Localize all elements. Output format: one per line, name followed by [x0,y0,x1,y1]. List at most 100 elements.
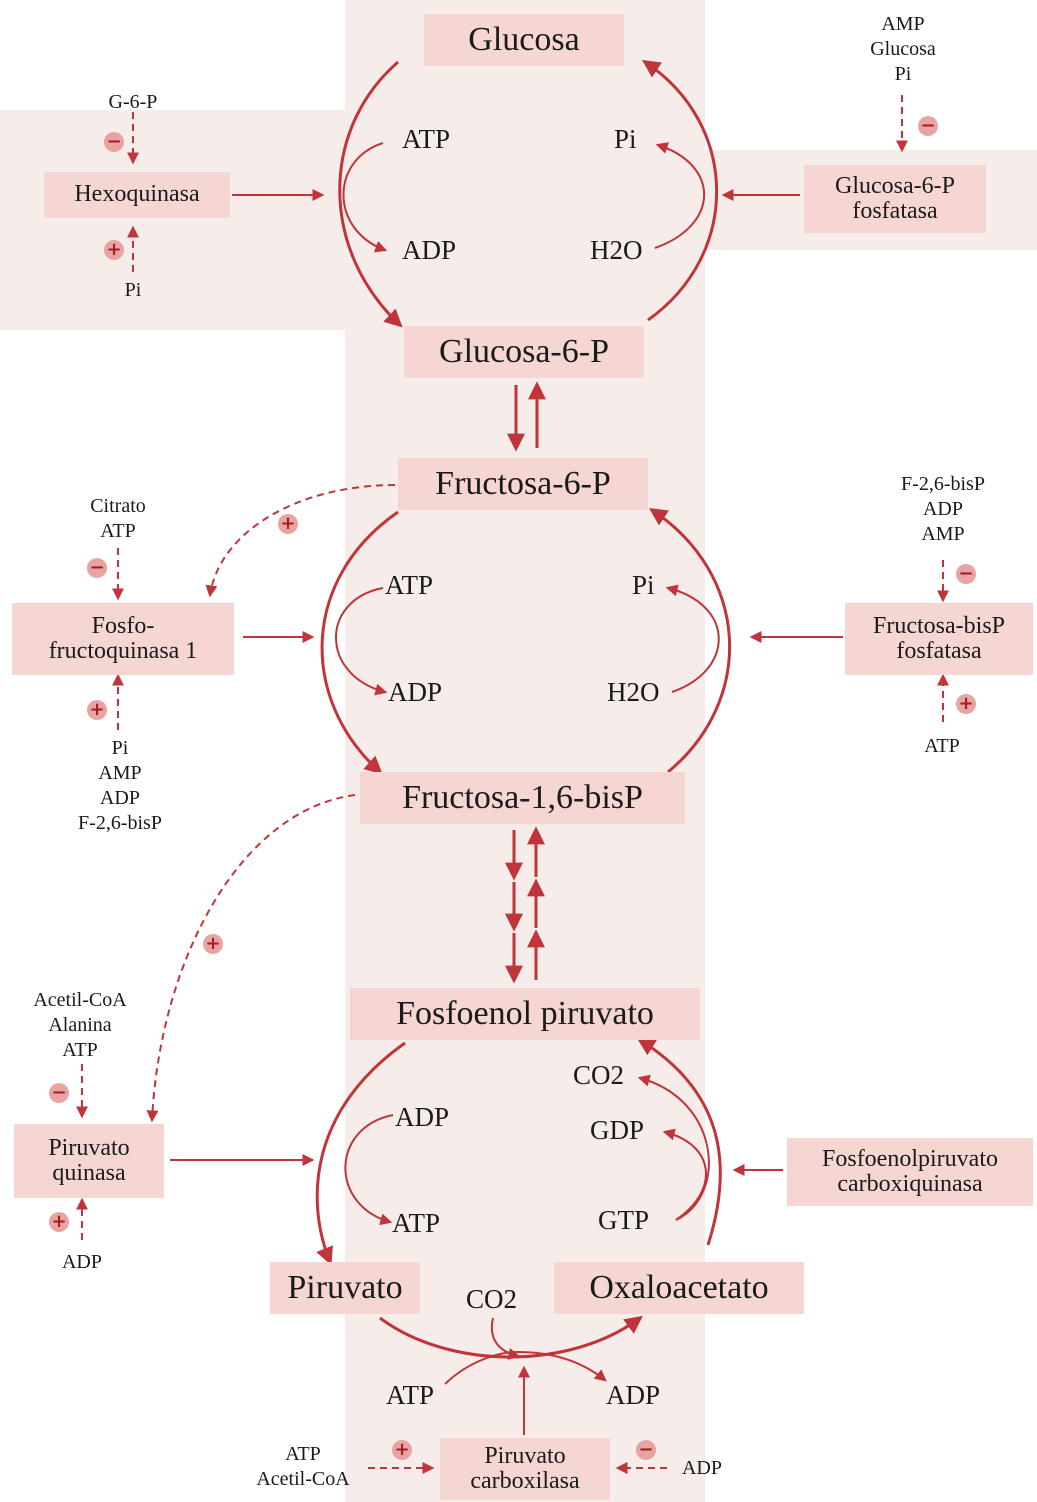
fosfoenolpiruvato-box: Fosfoenol piruvato [350,988,700,1040]
pk-inhibitor-alanina: Alanina [48,1014,112,1036]
pepck-arc [636,1038,722,1246]
pc-activator-atp: ATP [285,1443,321,1465]
piruvato-label: Piruvato [287,1269,403,1307]
hexokinase-arc [338,60,403,328]
glucosa6p-fosfatasa-line1: Glucosa-6-P [835,172,955,199]
fructosa16bisp-box: Fructosa-1,6-bisP [360,772,685,824]
minus-sign-hexoquinasa: − [104,132,124,152]
piruvato-quinasa-line2: quinasa [52,1160,126,1186]
pk-inhibitor-atp: ATP [62,1039,98,1061]
pfk1-line2: fructoquinasa 1 [48,638,198,664]
center-column-band [345,0,705,1502]
hexoquinasa-activator: Pi [124,279,142,301]
c1-adp: ADP [402,235,457,265]
minus-sign-g6pasa: − [918,116,938,136]
f16bp-feedforward-arrow [146,794,356,1123]
piruvato-box: Piruvato [270,1262,420,1314]
glucosa6p-box: Glucosa-6-P [404,326,644,378]
pc-inhibitor: ADP [681,1457,722,1479]
g6pase-arc [642,60,718,322]
left-column-band [0,110,345,330]
pfk1-inhibitor-citrato: Citrato [90,495,146,517]
oxaloacetato-box: Oxaloacetato [554,1262,804,1314]
g6pasa-inhibitor-glucosa: Glucosa [870,38,936,60]
pk-inhibitor-acetilcoa: Acetil-CoA [33,989,127,1011]
pfk1-arc [320,510,399,775]
adp-to-atp-arc [344,1114,394,1226]
glucosa-box: Glucosa [424,14,624,66]
c2-adp: ADP [388,677,443,707]
atp-to-adp-arc-1 [342,142,388,253]
pfk1-activator-amp: AMP [98,762,142,784]
pfk1-activators: Pi AMP ADP F-2,6-bisP [55,736,185,836]
oxaloacetato-label: Oxaloacetato [589,1269,769,1307]
glucosa6p-label: Glucosa-6-P [439,333,609,371]
c2-h2o: H2O [607,677,660,707]
c1-atp: ATP [402,124,451,154]
plus-sign-f16bp-feedforward: + [203,934,223,954]
f6p-feedforward-arrow [205,484,396,598]
glucosa-label: Glucosa [468,21,580,59]
c1-h2o: H2O [590,235,643,265]
pk-inhibitors: Acetil-CoA Alanina ATP [10,988,150,1063]
minus-sign-pfk1: − [87,558,107,578]
glucosa6p-fosfatasa-line2: fosfatasa [852,198,938,224]
fbpasa-inhibitor-f26bp: F-2,6-bisP [901,473,985,495]
fbpasa-inhibitors: F-2,6-bisP ADP AMP [878,472,1008,547]
pepck-line2: carboxiquinasa [837,1171,983,1197]
pepck-line1: Fosfoenolpiruvato [822,1145,998,1172]
pfk1-inhibitors: Citrato ATP [68,494,168,544]
plus-sign-f6p-feedforward: + [278,514,298,534]
c1-pi: Pi [614,124,637,154]
c4-adp: ADP [606,1380,661,1410]
pk-activator: ADP [61,1251,102,1273]
c2-pi: Pi [632,570,655,600]
g6pasa-inhibitors: AMP Glucosa Pi [848,12,958,87]
piruvato-carboxilasa-box: Piruvato carboxilasa [440,1438,610,1500]
pc-activator-acetilcoa: Acetil-CoA [256,1468,350,1490]
fbpasa-inhibitor-adp: ADP [922,498,963,520]
minus-sign-fbpasa: − [956,564,976,584]
fructosa6p-label: Fructosa-6-P [435,465,611,503]
pyruvate-carboxylase-arc [379,1315,643,1359]
c2-atp: ATP [385,570,434,600]
gtp-to-gdp-co2-arc [637,1074,710,1221]
plus-sign-pk: + [49,1212,69,1232]
c3-gdp: GDP [590,1115,645,1145]
c3-gtp: GTP [598,1205,650,1235]
g6pasa-inhibitor-amp: AMP [881,13,925,35]
plus-sign-hexoquinasa: + [104,240,124,260]
pfk1-activator-adp: ADP [99,787,140,809]
hexoquinasa-label: Hexoquinasa [74,181,200,208]
pepck-box: Fosfoenolpiruvato carboxiquinasa [787,1138,1033,1206]
fbpasa-inhibitor-amp: AMP [921,523,965,545]
fructosa6p-box: Fructosa-6-P [398,458,648,510]
atp-to-adp-arc-2 [335,587,388,696]
plus-sign-pfk1: + [87,700,107,720]
pfk1-activator-pi: Pi [111,737,129,759]
c4-co2: CO2 [466,1284,518,1314]
c4-atp: ATP [386,1380,435,1410]
pfk1-inhibitor-atp: ATP [100,520,136,542]
fosfoenolpiruvato-label: Fosfoenol piruvato [396,995,654,1033]
plus-sign-pc: + [392,1440,412,1460]
hexoquinasa-inhibitor: G-6-P [108,91,158,113]
fbpasa-line1: Fructosa-bisP [873,612,1005,639]
c3-co2: CO2 [573,1060,625,1090]
pc-activators: ATP Acetil-CoA [238,1442,368,1492]
piruvato-quinasa-line1: Piruvato [48,1134,130,1161]
fructosa16bisp-label: Fructosa-1,6-bisP [402,779,643,817]
minus-sign-pk: − [49,1083,69,1103]
pfk1-line1: Fosfo- [91,612,155,639]
h2o-to-pi-arc-2 [665,584,720,693]
fbpase-arc [649,508,732,774]
piruvato-carboxilasa-line1: Piruvato [484,1442,566,1469]
g6pasa-inhibitor-pi: Pi [894,63,912,85]
pfk1-box: Fosfo- fructoquinasa 1 [12,603,234,675]
pyruvate-kinase-arc [315,1041,406,1266]
hexoquinasa-box: Hexoquinasa [44,172,230,218]
glucosa6p-fosfatasa-box: Glucosa-6-P fosfatasa [804,165,986,233]
plus-sign-fbpasa: + [956,694,976,714]
pfk1-activator-f26bp: F-2,6-bisP [78,812,162,834]
